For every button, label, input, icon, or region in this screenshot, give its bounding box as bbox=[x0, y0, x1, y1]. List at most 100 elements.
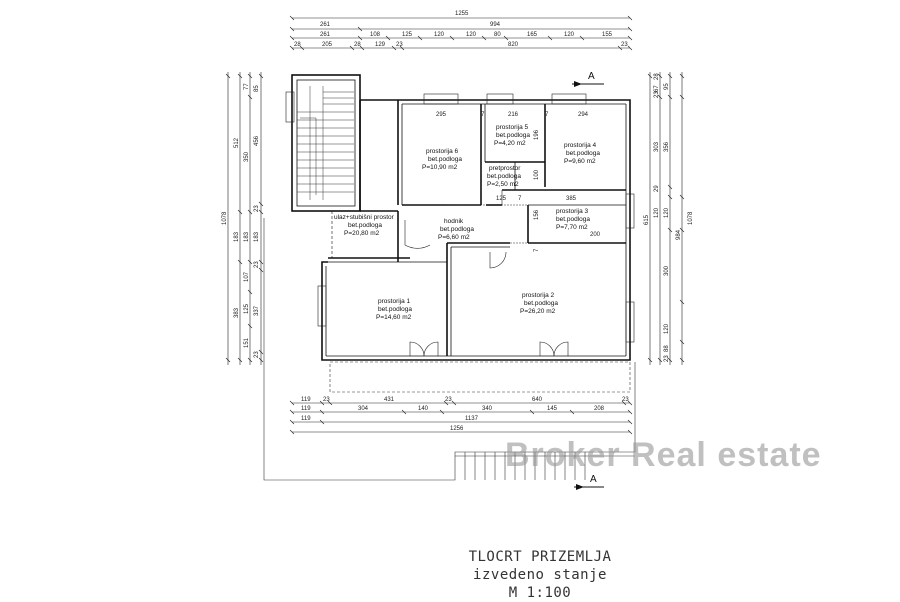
drawing-title: TLOCRT PRIZEMLJA bbox=[468, 549, 612, 565]
dim-left-r3-1: 350 bbox=[244, 151, 250, 162]
dim-bot-r1-2: 431 bbox=[384, 397, 395, 403]
drawing-scale: M 1:100 bbox=[508, 585, 572, 601]
dim-top-r4-6: 23 bbox=[621, 42, 628, 48]
dim-top-r3-3: 120 bbox=[434, 32, 445, 38]
dim-top-r3-4: 120 bbox=[466, 32, 477, 38]
room-floor: bet.podloga bbox=[378, 306, 412, 313]
dim-bot-r2-0: 119 bbox=[301, 406, 311, 412]
dimension-labels: 1255 261 994 261 108 125 120 120 80 165 … bbox=[222, 11, 694, 432]
dim-top-r4-4: 23 bbox=[396, 42, 403, 48]
idim-11: 200 bbox=[590, 232, 601, 238]
idim-9: 385 bbox=[566, 196, 577, 202]
room-name: hodnik bbox=[444, 218, 464, 225]
dim-left-r4-2: 23 bbox=[254, 205, 260, 212]
dim-left-r2-0: 512 bbox=[234, 137, 240, 148]
room-area: P=10,90 m2 bbox=[422, 164, 458, 171]
dim-bot-r3-1: 1137 bbox=[465, 416, 479, 422]
room-area: P=4,20 m2 bbox=[494, 140, 526, 147]
room-ulaz: ulaz+stubišni prostor bet.podloga P=20,8… bbox=[334, 214, 395, 237]
room-name: prostorija 3 bbox=[556, 208, 589, 215]
idim-0: 295 bbox=[436, 112, 447, 118]
room-floor: bet.podloga bbox=[556, 216, 590, 223]
room-area: P=7,70 m2 bbox=[556, 224, 588, 231]
room-floor: bet.podloga bbox=[524, 300, 558, 307]
dim-right-outer: 1078 bbox=[688, 211, 694, 225]
dim-left-r2-2: 383 bbox=[234, 307, 240, 318]
room-name: prostorija 5 bbox=[496, 124, 529, 131]
dim-top-r4-2: 28 bbox=[354, 42, 361, 48]
dim-left-r4-1: 456 bbox=[254, 135, 260, 146]
room-prostorija-2: prostorija 2 bet.podloga P=26,20 m2 bbox=[520, 292, 558, 315]
room-floor: bet.podloga bbox=[440, 226, 474, 233]
walls bbox=[291, 74, 631, 361]
dim-bot-r1-0: 119 bbox=[301, 397, 311, 403]
dim-bot-r1-4: 640 bbox=[532, 397, 543, 403]
dim-top-r3-5: 80 bbox=[494, 32, 501, 38]
section-mark-top: A bbox=[588, 71, 595, 82]
dim-bot-r2-2: 140 bbox=[418, 406, 429, 412]
dim-right-r4-4: 120 bbox=[664, 323, 670, 334]
idim-6: 100 bbox=[534, 169, 540, 180]
dimension-ticks bbox=[225, 15, 685, 435]
dim-top-r3-7: 120 bbox=[564, 32, 575, 38]
room-area: P=2,50 m2 bbox=[487, 181, 519, 188]
exterior-stairs bbox=[263, 218, 636, 481]
dim-top-total: 1255 bbox=[455, 11, 469, 17]
dim-left-r3-3: 107 bbox=[244, 271, 250, 282]
idim-10: 156 bbox=[534, 209, 540, 220]
dim-bot-total: 1256 bbox=[450, 426, 464, 432]
dim-left-r4-6: 23 bbox=[254, 351, 260, 358]
room-area: P=26,20 m2 bbox=[520, 308, 556, 315]
dim-top-r3-2: 125 bbox=[402, 32, 413, 38]
dim-bot-r2-4: 145 bbox=[547, 406, 558, 412]
section-mark-bottom: A bbox=[590, 474, 597, 485]
dim-right-r2-0: 984 bbox=[676, 229, 682, 240]
dim-right-r3-4: 615 bbox=[644, 214, 650, 225]
room-name: pretprostor bbox=[489, 165, 521, 172]
dim-bot-r1-1: 23 bbox=[323, 397, 330, 403]
dim-right-r4-2: 120 bbox=[664, 207, 670, 218]
room-area: P=6,60 m2 bbox=[438, 234, 470, 241]
dim-left-r3-4: 125 bbox=[244, 303, 250, 314]
room-prostorija-1: prostorija 1 bet.podloga P=14,60 m2 bbox=[376, 298, 412, 321]
room-name: prostorija 2 bbox=[522, 292, 555, 299]
room-name: ulaz+stubišni prostor bbox=[334, 214, 395, 221]
dim-right-r2-2: 28 bbox=[654, 73, 660, 80]
room-prostorija-4: prostorija 4 bet.podloga P=9,60 m2 bbox=[564, 142, 600, 165]
room-floor: bet.podloga bbox=[428, 156, 462, 163]
idim-1: 7 bbox=[481, 112, 485, 118]
room-prostorija-3: prostorija 3 bet.podloga P=7,70 m2 bbox=[556, 208, 590, 231]
room-floor: bet.podloga bbox=[496, 132, 530, 139]
dim-right-r3-3: 120 bbox=[654, 207, 660, 218]
idim-4: 294 bbox=[578, 112, 589, 118]
dim-left-r4-0: 85 bbox=[254, 85, 260, 92]
dim-top-r3-8: 155 bbox=[602, 32, 613, 38]
openings bbox=[285, 91, 635, 357]
dim-right-r4-3: 300 bbox=[664, 265, 670, 276]
stairs-inner bbox=[297, 86, 354, 200]
room-prostorija-5: prostorija 5 bet.podloga P=4,20 m2 bbox=[494, 124, 530, 147]
section-marks: A A bbox=[572, 71, 604, 490]
idim-7: 125 bbox=[496, 196, 507, 202]
room-name: prostorija 6 bbox=[426, 148, 459, 155]
dim-right-r3-1: 303 bbox=[654, 141, 660, 152]
watermark: Broker Real estate bbox=[505, 436, 822, 474]
dim-bot-r3-0: 119 bbox=[301, 416, 311, 422]
dim-left-r4-5: 337 bbox=[254, 305, 260, 316]
idim-5: 196 bbox=[534, 129, 540, 140]
room-area: P=9,60 m2 bbox=[564, 158, 596, 165]
dim-right-r4-6: 23 bbox=[664, 355, 670, 362]
dim-top-r3-1: 108 bbox=[370, 32, 381, 38]
dim-bot-r1-3: 23 bbox=[445, 397, 452, 403]
room-floor: bet.podloga bbox=[487, 173, 521, 180]
dim-top-r3-0: 261 bbox=[320, 32, 331, 38]
dim-right-r4-0: 95 bbox=[664, 83, 670, 90]
dim-left-outer: 1078 bbox=[222, 211, 228, 225]
room-area: P=14,60 m2 bbox=[376, 314, 412, 321]
idim-3: 7 bbox=[545, 112, 549, 118]
dim-right-r4-5: 88 bbox=[664, 345, 670, 352]
room-labels: prostorija 6 bet.podloga P=10,90 m2 pros… bbox=[334, 124, 600, 321]
room-floor: bet.podloga bbox=[566, 150, 600, 157]
dim-top-r2-1: 994 bbox=[490, 22, 501, 28]
